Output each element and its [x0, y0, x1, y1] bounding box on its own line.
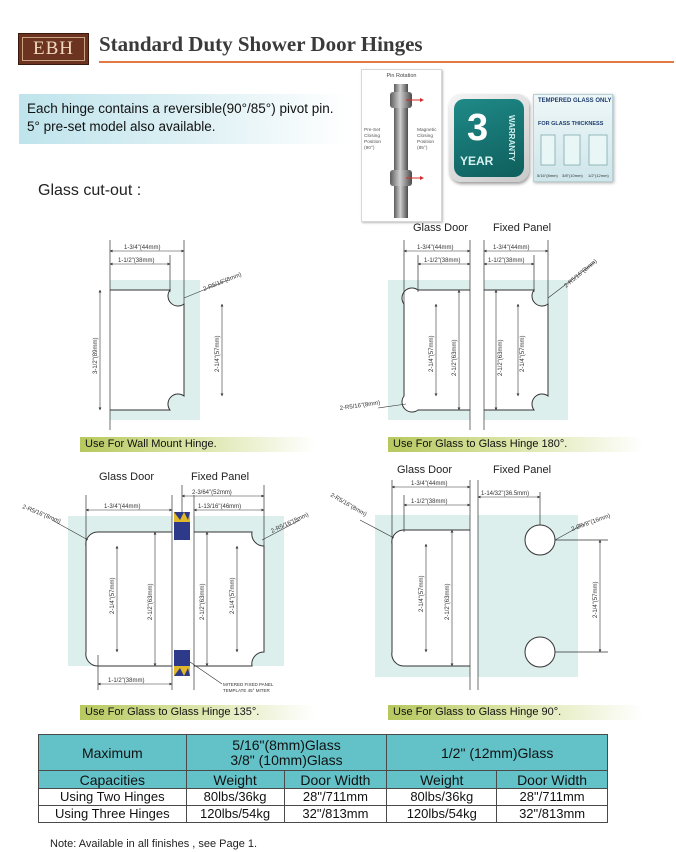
header-glass-12mm: 1/2" (12mm)Glass	[386, 734, 608, 771]
pivot-pin-illustration	[390, 84, 424, 218]
warranty-year: YEAR	[460, 154, 494, 168]
header-weight-1: Weight	[185, 770, 285, 789]
dim-wall-inner: 1-1/2"(38mm)	[118, 258, 154, 264]
intro-line-2: 5° pre-set model also available.	[27, 119, 216, 134]
tempered-size-3: 1/2"(12mm)	[588, 173, 609, 178]
dim-135-right-inner: 1-13/16"(46mm)	[198, 504, 241, 510]
cell-weight-1: 80lbs/36kg	[185, 788, 285, 806]
brand-logo-text: EBH	[22, 37, 85, 61]
tempered-size-2: 3/8"(10mm)	[562, 173, 583, 178]
intro-line-1: Each hinge contains a reversible(90°/85°…	[27, 101, 334, 116]
intro-banner: Each hinge contains a reversible(90°/85°…	[19, 94, 349, 144]
glass-panels-icon	[540, 134, 608, 166]
dim-180-slot-right: 2-1/4"(57mm)	[520, 336, 526, 372]
page-title: Standard Duty Shower Door Hinges	[99, 32, 423, 56]
brand-logo: EBH	[18, 33, 89, 65]
dim-135-height-left: 2-1/2"(63mm)	[148, 584, 154, 620]
label-135-fixed-panel: Fixed Panel	[191, 471, 250, 483]
table-row: Using Three Hinges 120lbs/54kg 32"/813mm…	[38, 805, 608, 823]
dim-90-hole-spacing: 2-1/4"(57mm)	[593, 582, 599, 618]
header-glass-8mm: 5/16"(8mm)Glass	[232, 736, 341, 753]
dim-180-height-right: 2-1/2"(63mm)	[498, 340, 504, 376]
dim-wall-radius: 2-R5/16"(8mm)	[203, 272, 243, 293]
label-90-fixed-panel: Fixed Panel	[493, 464, 552, 476]
pin-rotation-title: Pin Rotation	[386, 73, 417, 79]
label-180-glass-door: Glass Door	[413, 222, 469, 234]
tempered-size-1: 5/16"(8mm)	[537, 173, 558, 178]
tempered-subtitle: FOR GLASS THICKNESS	[538, 121, 604, 127]
dim-135-bottom: 1-1/2"(38mm)	[108, 678, 144, 684]
header-glass-8-10mm: 5/16"(8mm)Glass 3/8" (10mm)Glass	[185, 734, 388, 771]
header-maximum: Maximum	[38, 734, 187, 771]
header-door-width-1: Door Width	[283, 770, 388, 789]
dim-90-left-inner: 1-1/2"(38mm)	[411, 499, 447, 505]
label-180-fixed-panel: Fixed Panel	[493, 222, 552, 234]
diagram-glass-180: 1-3/4"(44mm) 1-1/2"(38mm) 1-3/4"(44mm) 1…	[339, 240, 599, 430]
dim-90-radius: 2-R5/16"(8mm)	[329, 493, 367, 519]
dim-180-right-width: 1-3/4"(44mm)	[493, 245, 529, 251]
title-underline	[99, 61, 674, 63]
dim-180-radius-right: 2-R5/16"(8mm)	[563, 259, 598, 290]
capacity-table: Maximum 5/16"(8mm)Glass 3/8" (10mm)Glass…	[38, 734, 608, 823]
header-capacities: Capacities	[38, 770, 187, 789]
cell-door-width-2: 28"/711mm	[496, 788, 608, 806]
footnote: Note: Available in all finishes , see Pa…	[50, 838, 258, 850]
table-header-row: Maximum 5/16"(8mm)Glass 3/8" (10mm)Glass…	[38, 734, 608, 771]
table-subheader-row: Capacities Weight Door Width Weight Door…	[38, 770, 608, 789]
dim-wall-height: 3-1/2"(89mm)	[93, 338, 99, 374]
header-weight-2: Weight	[386, 770, 498, 789]
miter-note-2: TEMPLATE 45° MITER	[223, 688, 270, 693]
diagram-wall-mount: 1-3/4"(44mm) 1-1/2"(38mm) 2-R5/16"(8mm) …	[93, 240, 243, 430]
row-label: Using Two Hinges	[38, 788, 187, 806]
label-135-glass-door: Glass Door	[99, 471, 155, 483]
cell-weight-1: 120lbs/54kg	[185, 805, 285, 823]
dim-90-offset: 1-14/32"(36.5mm)	[481, 491, 529, 497]
dim-135-slot-right: 2-1/4"(57mm)	[230, 578, 236, 614]
row-label: Using Three Hinges	[38, 805, 187, 823]
diagram-glass-90: 1-3/4"(44mm) 1-1/2"(38mm) 1-14/32"(36.5m…	[329, 480, 611, 690]
cell-weight-2: 120lbs/54kg	[386, 805, 498, 823]
dim-135-radius-left: 2-R5/16"(8mm)	[21, 504, 61, 525]
dim-90-left-width: 1-3/4"(44mm)	[411, 481, 447, 487]
dim-wall-width: 1-3/4"(44mm)	[124, 245, 160, 251]
cell-door-width-1: 28"/711mm	[283, 788, 388, 806]
dim-135-left-width: 1-3/4"(44mm)	[104, 504, 140, 510]
pin-note-magnetic: Magnetic Closing Position (85°)	[417, 128, 437, 151]
dim-180-left-width: 1-3/4"(44mm)	[417, 245, 453, 251]
dim-180-right-inner: 1-1/2"(38mm)	[488, 258, 524, 264]
caption-wall-mount: Use For Wall Mount Hinge.	[80, 437, 315, 452]
dim-135-top-width: 2-3/64"(52mm)	[192, 490, 232, 496]
dim-180-height-left: 2-1/2"(63mm)	[452, 340, 458, 376]
pin-rotation-image: Pin Rotation Pre-Set Closing Position (9…	[361, 69, 442, 222]
dim-180-slot-left: 2-1/4"(57mm)	[429, 336, 435, 372]
dim-90-slot: 2-1/4"(57mm)	[419, 576, 425, 612]
dim-wall-slot: 2-1/4"(57mm)	[215, 336, 221, 372]
miter-note-1: MITERED FIXED PANEL	[223, 682, 274, 687]
warranty-word: WARRANTY	[507, 115, 516, 162]
diagram-glass-135: 2-3/64"(52mm) 1-13/16"(46mm) 1-3/4"(44mm…	[21, 485, 310, 693]
dim-180-left-inner: 1-1/2"(38mm)	[424, 258, 460, 264]
label-90-glass-door: Glass Door	[397, 464, 453, 476]
section-title: Glass cut-out :	[38, 182, 142, 199]
cell-door-width-1: 32"/813mm	[283, 805, 388, 823]
caption-glass-135: Use For Glass to Glass Hinge 135°.	[80, 705, 315, 720]
tempered-title: TEMPERED GLASS ONLY	[538, 98, 612, 104]
dim-90-height: 2-1/2"(63mm)	[445, 584, 451, 620]
warranty-badge: 3 WARRANTY YEAR	[449, 94, 529, 182]
table-row: Using Two Hinges 80lbs/36kg 28"/711mm 80…	[38, 788, 608, 806]
caption-glass-180: Use For Glass to Glass Hinge 180°.	[388, 437, 643, 452]
dim-135-height-right: 2-1/2"(63mm)	[200, 584, 206, 620]
cell-weight-2: 80lbs/36kg	[386, 788, 498, 806]
pin-note-preset: Pre-Set Closing Position (90°)	[364, 128, 382, 151]
header-glass-10mm: 3/8" (10mm)Glass	[230, 751, 343, 768]
cell-door-width-2: 32"/813mm	[496, 805, 608, 823]
warranty-number: 3	[467, 107, 489, 149]
dim-135-slot-left: 2-1/4"(57mm)	[110, 578, 116, 614]
tempered-glass-badge: TEMPERED GLASS ONLY FOR GLASS THICKNESS …	[533, 94, 613, 182]
dim-180-radius-left: 2-R5/16"(8mm)	[339, 400, 380, 412]
caption-glass-90: Use For Glass to Glass Hinge 90°.	[388, 705, 643, 720]
header-door-width-2: Door Width	[496, 770, 608, 789]
